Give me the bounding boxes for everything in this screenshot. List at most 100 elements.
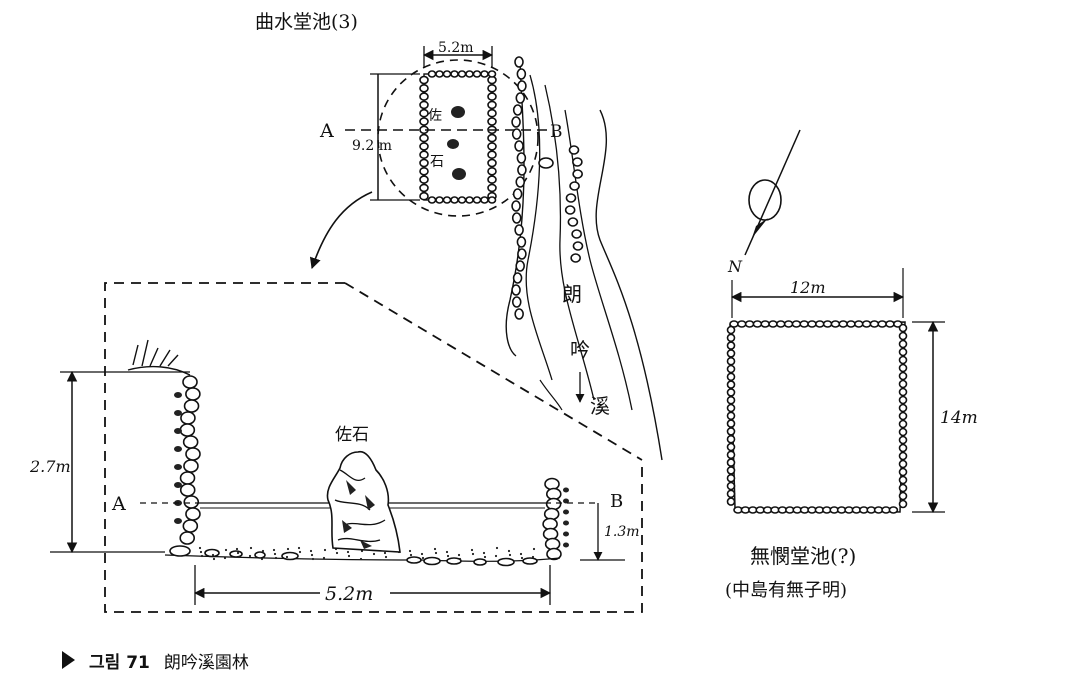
stone — [174, 482, 182, 488]
gravel-dot — [311, 557, 315, 561]
stone — [179, 483, 196, 497]
section-marker-a: A — [111, 493, 126, 515]
stone — [511, 284, 521, 296]
gravel-dot — [471, 552, 475, 556]
stone — [846, 320, 856, 328]
stone — [179, 423, 196, 437]
stone — [435, 196, 444, 204]
gravel-dot — [483, 555, 487, 559]
figure-caption: 그림 71 朗吟溪園林 — [62, 646, 249, 674]
stone — [487, 108, 497, 118]
stone — [569, 181, 580, 191]
gravel-dot — [458, 557, 462, 561]
stone — [517, 80, 527, 92]
gravel-dot — [309, 549, 313, 553]
gravel-dot — [260, 557, 264, 561]
stone — [726, 434, 736, 444]
section-marker-b: B — [610, 491, 623, 512]
stone — [457, 70, 467, 78]
stone — [487, 167, 497, 176]
stone — [511, 296, 522, 308]
stone — [427, 70, 437, 78]
stone — [419, 92, 429, 101]
stone — [442, 70, 452, 78]
gravel-dot — [495, 546, 499, 550]
stone — [898, 491, 908, 501]
stone — [563, 542, 569, 548]
stone — [830, 320, 841, 328]
stream-line — [539, 379, 563, 411]
stone — [563, 509, 569, 515]
stone — [515, 260, 525, 272]
stone — [544, 477, 560, 491]
gravel-dot — [235, 547, 239, 551]
stone — [726, 497, 736, 506]
stone — [726, 395, 736, 405]
stone — [775, 320, 786, 328]
north-arrow: N — [727, 129, 801, 276]
gravel-dot — [457, 553, 461, 557]
stone — [511, 200, 521, 212]
gravel-dot — [261, 549, 265, 553]
gravel-dot — [272, 548, 276, 552]
gravel-dot — [335, 551, 339, 555]
stone — [487, 133, 497, 143]
gravel-dot — [408, 549, 412, 553]
gravel-dot — [507, 549, 511, 553]
gravel-dot — [323, 548, 327, 552]
stone — [174, 410, 182, 416]
stone — [419, 84, 429, 93]
stone — [514, 56, 524, 68]
stone — [419, 150, 429, 159]
gravel-dot — [383, 551, 387, 555]
stone — [760, 320, 771, 328]
stream-line — [525, 74, 553, 381]
stone — [185, 447, 201, 461]
right-pond-note: (中島有無子明) — [725, 580, 847, 601]
stone — [419, 175, 429, 184]
stone — [487, 175, 497, 184]
gravel-dot — [310, 553, 314, 557]
stone — [514, 140, 524, 152]
right-pond-title: 無憫堂池(?) — [750, 544, 856, 568]
gravel-dot — [200, 554, 204, 558]
stone — [888, 506, 899, 514]
right-pond-edge-stones — [726, 320, 908, 514]
stone — [726, 489, 736, 499]
stone — [465, 70, 474, 78]
top-marker-a: A — [319, 120, 334, 142]
stone — [752, 320, 763, 328]
stone — [898, 347, 908, 357]
stone — [877, 320, 888, 328]
gravel-dot — [237, 555, 241, 559]
stone — [487, 158, 497, 168]
top-pond-outline — [423, 73, 493, 201]
stone — [791, 320, 802, 328]
stone — [898, 435, 908, 445]
stone — [511, 128, 522, 140]
rock-dot — [447, 139, 459, 149]
stone — [465, 196, 474, 204]
stone — [182, 519, 199, 533]
gravel-dot — [384, 555, 388, 559]
gravel-dot — [446, 554, 450, 558]
gravel-dot — [236, 551, 240, 555]
stone — [898, 339, 908, 349]
stone — [473, 558, 487, 566]
stone — [898, 411, 908, 421]
section-frame-diagonal — [344, 282, 643, 461]
gravel-dot — [359, 557, 363, 561]
stone — [853, 320, 864, 328]
stone — [572, 157, 583, 167]
stone — [898, 419, 908, 429]
right-pond-plan: 12m 14m 無憫堂池(?) (中島有無子明) — [725, 268, 978, 601]
section-frame — [104, 282, 643, 613]
stone — [898, 459, 908, 469]
rock-dot — [452, 168, 466, 180]
stone — [516, 68, 527, 80]
stone — [545, 497, 562, 511]
stone — [419, 133, 429, 143]
bottom-stones — [169, 545, 538, 567]
stone — [572, 241, 584, 251]
stone — [512, 272, 523, 284]
